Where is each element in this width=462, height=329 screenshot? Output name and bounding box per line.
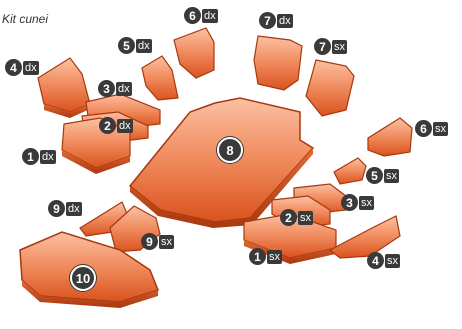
label-side: dx [23, 60, 39, 75]
label-number: 7 [314, 38, 331, 55]
label-number: 4 [5, 59, 22, 76]
label-1-dx: 1 dx [22, 148, 56, 165]
label-side: sx [332, 39, 347, 54]
label-2-dx: 2 dx [99, 117, 133, 134]
label-side: dx [136, 38, 152, 53]
label-number: 6 [184, 7, 201, 24]
label-number: 9 [48, 200, 65, 217]
label-side: sx [385, 253, 400, 268]
label-side: sx [267, 249, 282, 264]
piece-7-dx [253, 35, 303, 91]
label-10: 10 [70, 265, 96, 291]
label-side: dx [116, 81, 132, 96]
label-number: 3 [98, 80, 115, 97]
label-number: 3 [341, 194, 358, 211]
label-8: 8 [217, 137, 243, 163]
label-number: 9 [141, 233, 158, 250]
label-4-dx: 4 dx [5, 59, 39, 76]
label-3-dx: 3 dx [98, 80, 132, 97]
label-5-sx: 5 sx [366, 167, 399, 184]
label-number: 5 [366, 167, 383, 184]
label-number: 1 [249, 248, 266, 265]
piece-6-sx [367, 117, 413, 157]
label-6-dx: 6 dx [184, 7, 218, 24]
label-side: sx [159, 234, 174, 249]
label-9-sx: 9 sx [141, 233, 174, 250]
piece-6-dx [173, 27, 215, 79]
piece-4-sx [328, 215, 401, 259]
label-number: 1 [22, 148, 39, 165]
piece-7-sx [305, 59, 355, 117]
label-side: sx [359, 195, 374, 210]
piece-5-dx [141, 55, 179, 101]
label-7-dx: 7 dx [259, 12, 293, 29]
label-9-dx: 9 dx [48, 200, 82, 217]
label-number: 6 [415, 120, 432, 137]
label-5-dx: 5 dx [118, 37, 152, 54]
label-side: dx [202, 8, 218, 23]
label-2-sx: 2 sx [280, 209, 313, 226]
piece-5-sx [333, 157, 367, 185]
label-side: dx [40, 149, 56, 164]
label-3-sx: 3 sx [341, 194, 374, 211]
label-number: 5 [118, 37, 135, 54]
label-number: 2 [99, 117, 116, 134]
label-7-sx: 7 sx [314, 38, 347, 55]
label-side: sx [384, 168, 399, 183]
label-side: dx [66, 201, 82, 216]
label-side: dx [277, 13, 293, 28]
label-number: 7 [259, 12, 276, 29]
label-4-sx: 4 sx [367, 252, 400, 269]
label-6-sx: 6 sx [415, 120, 448, 137]
diagram-title: Kit cunei [2, 12, 49, 26]
piece-4-dx [37, 57, 91, 118]
label-side: dx [117, 118, 133, 133]
label-side: sx [433, 121, 448, 136]
label-side: sx [298, 210, 313, 225]
label-number: 2 [280, 209, 297, 226]
label-1-sx: 1 sx [249, 248, 282, 265]
label-number: 4 [367, 252, 384, 269]
